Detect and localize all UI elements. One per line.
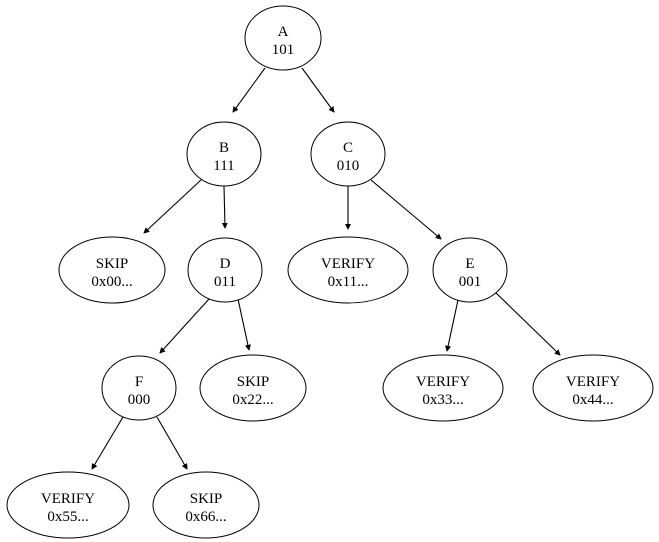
- node-label-primary: D: [220, 256, 231, 272]
- node-label-primary: VERIFY: [321, 256, 375, 272]
- nodes-layer: A101B111C010SKIP0x00...D011VERIFY0x11...…: [6, 5, 654, 539]
- tree-edge: [494, 291, 560, 355]
- tree-edge: [224, 185, 225, 228]
- tree-node[interactable]: SKIP 0x66...: [152, 471, 260, 539]
- tree-node[interactable]: SKIP 0x22...: [199, 354, 307, 422]
- node-shape-ellipse: [382, 354, 504, 422]
- node-label-secondary: 000: [128, 392, 151, 408]
- tree-edge: [370, 179, 441, 239]
- tree-edge: [447, 299, 459, 351]
- node-label-secondary: 0x33...: [422, 392, 463, 408]
- tree-node[interactable]: VERIFY 0x11...: [287, 236, 409, 304]
- tree-node[interactable]: A 101: [244, 5, 322, 71]
- node-shape-circle: [186, 121, 262, 187]
- tree-node[interactable]: SKIP 0x00...: [58, 236, 166, 304]
- node-label-secondary: 001: [459, 274, 482, 290]
- node-label-primary: E: [465, 256, 474, 272]
- node-label-secondary: 0x55...: [47, 509, 88, 525]
- node-shape-circle: [101, 355, 177, 421]
- node-label-primary: B: [219, 140, 229, 156]
- node-shape-circle: [432, 237, 508, 303]
- node-shape-ellipse: [532, 354, 654, 422]
- node-label-primary: VERIFY: [41, 491, 95, 507]
- tree-edge: [92, 416, 124, 469]
- node-label-primary: A: [278, 24, 289, 40]
- node-label-primary: SKIP: [96, 256, 129, 272]
- tree-node[interactable]: C 010: [310, 121, 386, 187]
- node-shape-ellipse: [58, 236, 166, 304]
- tree-edge: [160, 298, 210, 353]
- node-label-secondary: 0x44...: [572, 392, 613, 408]
- node-label-secondary: 0x00...: [91, 274, 132, 290]
- tree-node[interactable]: VERIFY 0x44...: [532, 354, 654, 422]
- node-shape-ellipse: [287, 236, 409, 304]
- tree-node[interactable]: E 001: [432, 237, 508, 303]
- tree-node[interactable]: VERIFY 0x55...: [6, 471, 130, 539]
- tree-edge: [156, 416, 187, 469]
- node-label-primary: F: [135, 374, 143, 390]
- node-shape-circle: [244, 5, 322, 71]
- node-label-secondary: 111: [213, 158, 234, 174]
- node-label-secondary: 0x22...: [232, 392, 273, 408]
- node-label-secondary: 101: [272, 42, 295, 58]
- tree-edge: [237, 298, 249, 350]
- tree-edge: [144, 179, 202, 233]
- node-label-secondary: 0x11...: [328, 274, 369, 290]
- node-shape-circle: [310, 121, 386, 187]
- tree-edge: [301, 67, 334, 112]
- tree-node[interactable]: F 000: [101, 355, 177, 421]
- node-label-primary: VERIFY: [566, 374, 620, 390]
- edges-layer: [92, 67, 560, 469]
- node-shape-ellipse: [6, 471, 130, 539]
- tree-node[interactable]: B 111: [186, 121, 262, 187]
- node-shape-ellipse: [199, 354, 307, 422]
- tree-edge: [233, 67, 266, 112]
- node-shape-ellipse: [152, 471, 260, 539]
- node-label-secondary: 0x66...: [185, 509, 226, 525]
- tree-node[interactable]: D 011: [187, 237, 263, 303]
- node-shape-circle: [187, 237, 263, 303]
- node-label-secondary: 010: [337, 158, 360, 174]
- node-label-primary: C: [343, 140, 353, 156]
- node-label-secondary: 011: [214, 274, 236, 290]
- node-label-primary: SKIP: [237, 374, 270, 390]
- node-label-primary: SKIP: [190, 491, 223, 507]
- node-label-primary: VERIFY: [416, 374, 470, 390]
- tree-node[interactable]: VERIFY 0x33...: [382, 354, 504, 422]
